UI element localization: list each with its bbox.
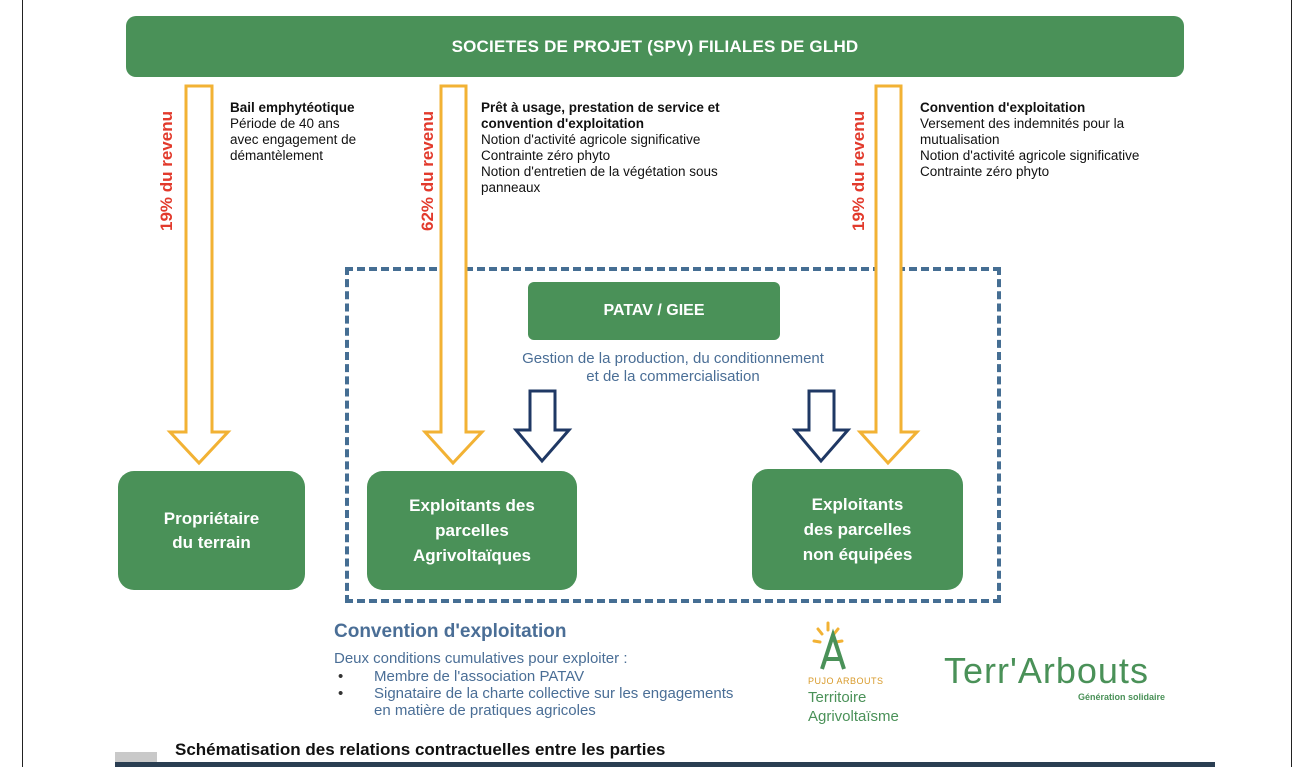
convention-intro: Deux conditions cumulatives pour exploit…: [334, 650, 628, 667]
agri-line: parcelles: [435, 521, 509, 540]
caption-bar: [115, 762, 1215, 767]
patav-desc-line: et de la commercialisation: [586, 368, 760, 385]
note-lease-line: avec engagement de: [230, 132, 357, 147]
bullet-icon: •: [338, 685, 344, 702]
note-lease-title: Bail emphytéotique: [230, 100, 355, 115]
revenue-arrow-agri: [421, 84, 486, 466]
convention-list: • Membre de l'association PATAV • Signat…: [334, 668, 804, 719]
pujo-arbouts-subtitle: PUJO ARBOUTS: [808, 676, 884, 686]
note-convention-line: Versement des indemnités pour la: [920, 116, 1125, 131]
sun-rays-icon: [812, 621, 844, 644]
note-loan-line: Notion d'entretien de la végétation sous: [481, 164, 718, 179]
convention-title: Convention d'exploitation: [334, 621, 567, 642]
note-loan-title: Prêt à usage, prestation de service et: [481, 100, 720, 115]
convention-item-text: en matière de pratiques agricoles: [374, 702, 596, 719]
terr-arbouts-subtitle: Génération solidaire: [1078, 692, 1166, 702]
note-lease-line: Période de 40 ans: [230, 116, 340, 131]
note-loan-line: Contrainte zéro phyto: [481, 148, 611, 163]
patav-arrow-agri: [512, 389, 573, 464]
convention-item: • Signataire de la charte collective sur…: [334, 685, 804, 719]
spv-banner: SOCIETES DE PROJET (SPV) FILIALES DE GLH…: [126, 16, 1184, 77]
note-convention: Convention d'exploitation Versement des …: [920, 100, 1210, 180]
note-loan-title-2: convention d'exploitation: [481, 116, 644, 131]
convention-item: • Membre de l'association PATAV: [334, 668, 804, 685]
patav-box: PATAV / GIEE: [528, 282, 780, 340]
convention-item-text: Membre de l'association PATAV: [374, 668, 585, 685]
convention-item-text: Signataire de la charte collective sur l…: [374, 685, 734, 702]
nonequip-line: Exploitants: [811, 495, 904, 514]
note-loan-line: panneaux: [481, 180, 541, 195]
patav-description: Gestion de la production, du conditionne…: [478, 350, 868, 386]
patav-arrow-nonequip: [791, 389, 852, 464]
nonequip-line: des parcelles: [803, 520, 912, 539]
note-convention-line: mutualisation: [920, 132, 1000, 147]
note-convention-line: Notion d'activité agricole significative: [920, 148, 1140, 163]
revenue-label-agri: 62% du revenu: [418, 111, 437, 231]
note-lease-line: démantèlement: [230, 148, 324, 163]
agri-line: Exploitants des: [409, 496, 535, 515]
pujo-arbouts-logo: [812, 621, 846, 670]
owner-line: Propriétaire: [163, 508, 260, 528]
patav-zone: [345, 267, 1001, 603]
terr-arbouts-logo: Terr'Arbouts: [944, 650, 1149, 691]
owner-box: Propriétaire du terrain: [118, 471, 305, 590]
note-convention-line: Contrainte zéro phyto: [920, 164, 1050, 179]
revenue-arrow-nonequip: [856, 84, 921, 466]
note-lease: Bail emphytéotique Période de 40 ans ave…: [230, 100, 390, 164]
agrivoltaic-operators-box: Exploitants des parcelles Agrivoltaïques: [367, 471, 577, 590]
bullet-icon: •: [338, 668, 344, 685]
non-equipped-operators-box: Exploitants des parcelles non équipées: [752, 469, 963, 590]
note-loan-line: Notion d'activité agricole significative: [481, 132, 701, 147]
agri-line: Agrivoltaïques: [412, 546, 532, 565]
nonequip-line: non équipées: [802, 545, 913, 564]
pujo-arbouts-line2: Agrivoltaïsme: [808, 708, 899, 725]
revenue-label-nonequip: 19% du revenu: [849, 111, 868, 231]
a-letter-icon: [820, 628, 846, 670]
patav-desc-line: Gestion de la production, du conditionne…: [522, 350, 824, 367]
owner-line: du terrain: [172, 532, 251, 552]
revenue-arrow-owner: [166, 84, 232, 466]
revenue-label-owner: 19% du revenu: [157, 111, 176, 231]
note-loan: Prêt à usage, prestation de service et c…: [481, 100, 801, 196]
pujo-arbouts-line1: Territoire: [808, 689, 867, 706]
page-frame: [22, 0, 1292, 767]
figure-caption: Schématisation des relations contractuel…: [175, 740, 666, 759]
note-convention-title: Convention d'exploitation: [920, 100, 1086, 115]
